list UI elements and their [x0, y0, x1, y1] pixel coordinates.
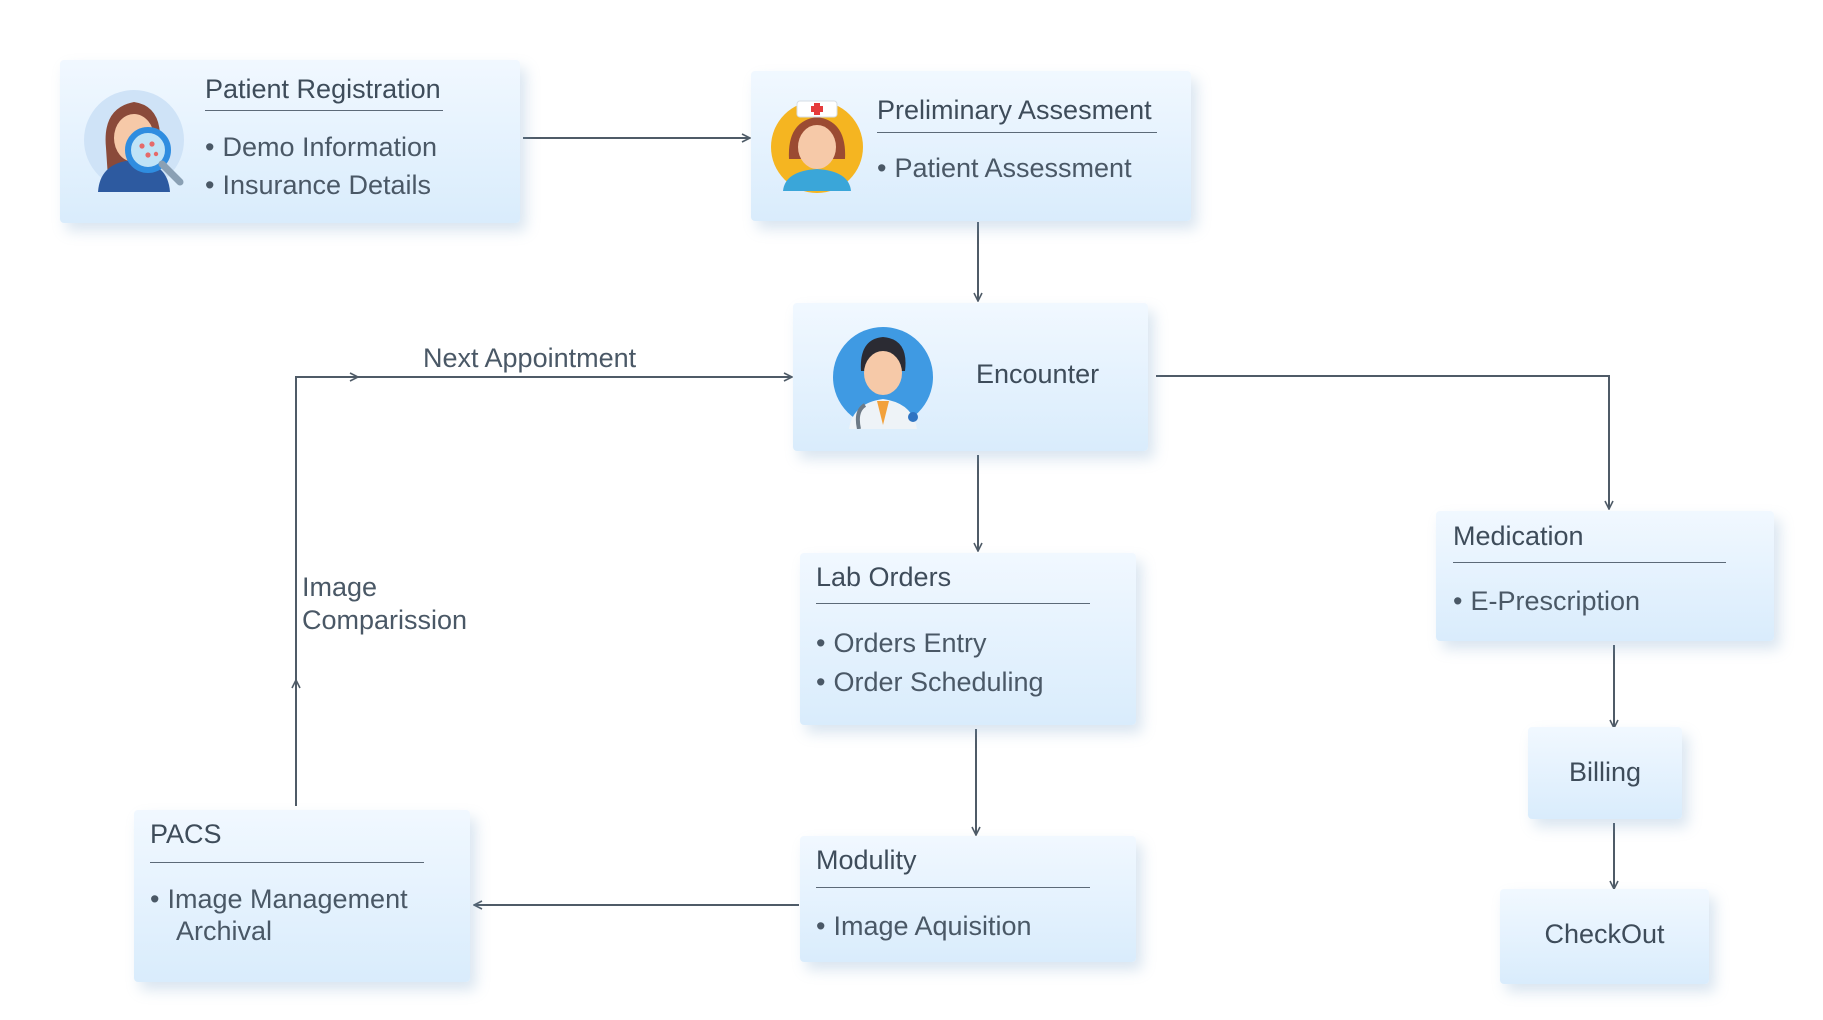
- lab-orders-divider: [816, 603, 1090, 604]
- pacs-item-image-management: Image Management: [150, 884, 407, 915]
- edge-label-image-comparison-line2: Comparission: [302, 605, 468, 635]
- patient-registration-item-demo: Demo Information: [205, 132, 437, 163]
- node-pacs: PACS Image Management Archival: [134, 810, 470, 982]
- patient-registration-item-insurance: Insurance Details: [205, 170, 431, 201]
- edge-label-next-appointment: Next Appointment: [423, 343, 637, 373]
- encounter-title: Encounter: [976, 359, 1100, 389]
- edge-encounter-to-medication: [1156, 375, 1609, 509]
- node-billing: Billing: [1528, 727, 1682, 819]
- edge-pacs-to-encounter: [295, 377, 792, 806]
- edge-label-image-comparison-line1: Image: [302, 572, 378, 602]
- patient-registration-divider: [205, 110, 443, 111]
- modulity-title: Modulity: [816, 845, 917, 875]
- node-checkout: CheckOut: [1500, 889, 1709, 984]
- medication-title: Medication: [1453, 521, 1584, 551]
- patient-registration-title: Patient Registration: [205, 74, 441, 104]
- checkout-title: CheckOut: [1544, 919, 1665, 949]
- node-patient-registration: Patient Registration Demo Information In…: [60, 60, 520, 223]
- node-medication: Medication E-Prescription: [1436, 511, 1774, 641]
- lab-orders-item-scheduling: Order Scheduling: [816, 667, 1043, 698]
- node-modulity: Modulity Image Aquisition: [800, 836, 1136, 962]
- doctor-avatar-icon: [831, 325, 935, 430]
- preliminary-assessment-title: Preliminary Assesment: [877, 95, 1152, 125]
- node-preliminary-assessment: Preliminary Assesment Patient Assessment: [751, 71, 1191, 221]
- medication-item-eprescription: E-Prescription: [1453, 586, 1640, 617]
- pacs-divider: [150, 862, 424, 863]
- pacs-title: PACS: [150, 819, 222, 849]
- modulity-divider: [816, 887, 1090, 888]
- node-encounter: Encounter: [793, 303, 1148, 451]
- preliminary-assessment-divider: [877, 132, 1157, 133]
- patient-magnifier-icon: [84, 88, 190, 194]
- pacs-item-archival: Archival: [176, 916, 273, 946]
- billing-title: Billing: [1568, 757, 1642, 787]
- medication-divider: [1453, 562, 1726, 563]
- node-lab-orders: Lab Orders Orders Entry Order Scheduling: [800, 553, 1136, 725]
- lab-orders-item-entry: Orders Entry: [816, 628, 986, 659]
- lab-orders-title: Lab Orders: [816, 562, 952, 592]
- preliminary-assessment-item: Patient Assessment: [877, 153, 1131, 184]
- nurse-avatar-icon: [767, 93, 867, 193]
- modulity-item-acquisition: Image Aquisition: [816, 911, 1031, 942]
